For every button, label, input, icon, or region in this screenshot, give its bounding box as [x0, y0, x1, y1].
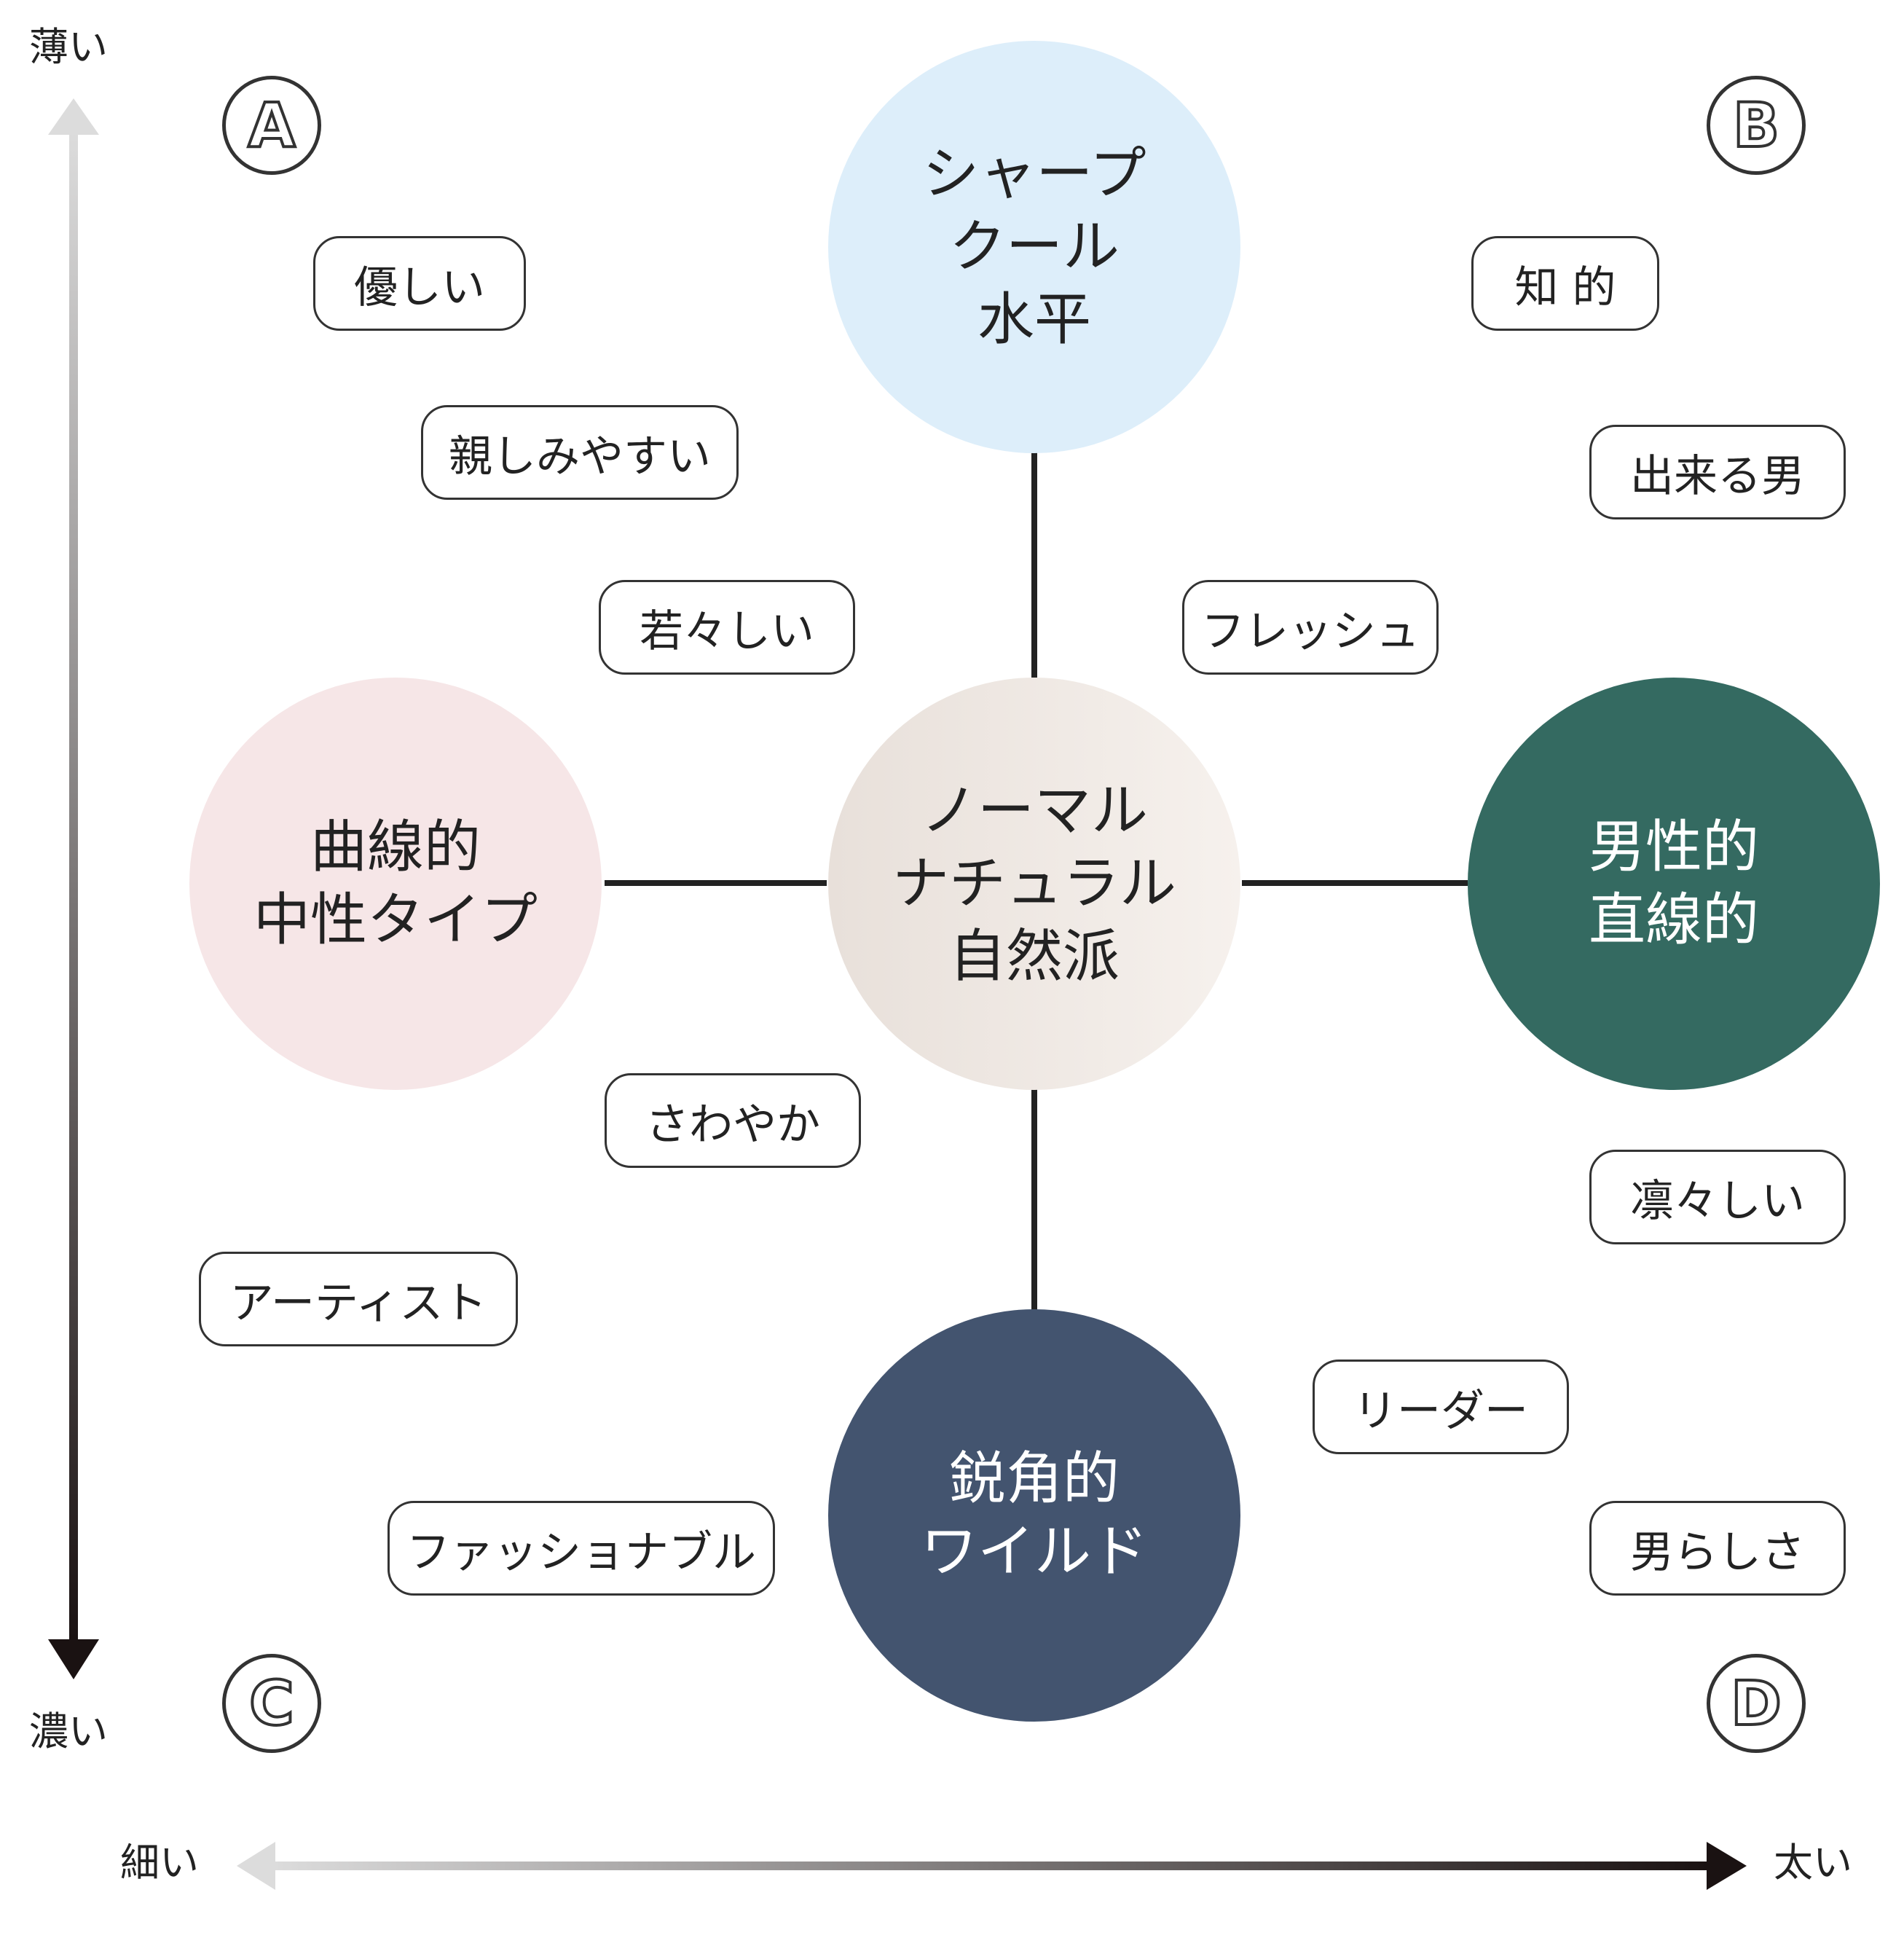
tag-sawayaka: さわやか [605, 1073, 861, 1168]
tag-otokorashisa: 男らしさ [1589, 1501, 1846, 1596]
horizontal-axis-left-label: 細い [120, 1840, 199, 1886]
circle-curved-neutral-line-1: 曲線的 [310, 815, 481, 880]
circle-normal-natural-line-1: ノーマル [920, 778, 1148, 844]
tag-fashionable: ファッショナブル [388, 1501, 775, 1596]
tag-leader: リーダー [1313, 1360, 1569, 1454]
circle-normal-natural: ノーマル ナチュラル 自然派 [828, 678, 1240, 1090]
circle-acute-wild-line-1: 鋭角的 [948, 1446, 1120, 1512]
circle-sharp-cool: シャープ クール 水平 [828, 41, 1240, 453]
tag-yasashii: 優しい [313, 236, 526, 331]
vertical-axis-bottom-label: 濃い [29, 1708, 108, 1754]
circle-curved-neutral-line-2: 中性タイプ [253, 887, 538, 953]
horizontal-axis-right-label: 太い [1774, 1840, 1852, 1886]
connector-left [605, 880, 827, 886]
circle-sharp-cool-line-2: クール [948, 214, 1120, 280]
connector-top [1031, 452, 1037, 678]
tag-shitashimiyasui: 親しみやすい [421, 405, 739, 500]
circle-normal-natural-line-2: ナチュラル [892, 851, 1176, 917]
circle-masculine-straight-line-2: 直線的 [1588, 887, 1759, 953]
vertical-axis-top-label: 薄い [29, 24, 108, 70]
corner-label-d: D [1707, 1654, 1806, 1753]
circle-masculine-straight-line-1: 男性的 [1588, 815, 1759, 880]
corner-label-a: A [222, 76, 321, 175]
circle-masculine-straight: 男性的 直線的 [1468, 678, 1880, 1090]
circle-curved-neutral: 曲線的 中性タイプ [189, 678, 602, 1090]
tag-rinrin: 凛々しい [1589, 1150, 1846, 1244]
circle-sharp-cool-line-1: シャープ [922, 141, 1146, 207]
tag-fresh: フレッシュ [1182, 580, 1439, 675]
corner-label-b: B [1707, 76, 1806, 175]
tag-chiteki: 知 的 [1471, 236, 1659, 331]
horizontal-axis-arrow [237, 1842, 1747, 1890]
tag-artist: アーティスト [199, 1252, 518, 1346]
circle-sharp-cool-line-3: 水平 [977, 287, 1091, 353]
circle-acute-wild: 鋭角的 ワイルド [828, 1309, 1240, 1722]
circle-acute-wild-line-2: ワイルド [920, 1519, 1148, 1585]
tag-wakawakashii: 若々しい [599, 580, 855, 675]
tag-dekiru-otoko: 出来る男 [1589, 425, 1846, 519]
connector-bottom [1031, 1089, 1037, 1311]
connector-right [1242, 880, 1468, 886]
vertical-axis-arrow [48, 98, 99, 1679]
circle-normal-natural-line-3: 自然派 [948, 924, 1120, 989]
corner-label-c: C [222, 1654, 321, 1753]
